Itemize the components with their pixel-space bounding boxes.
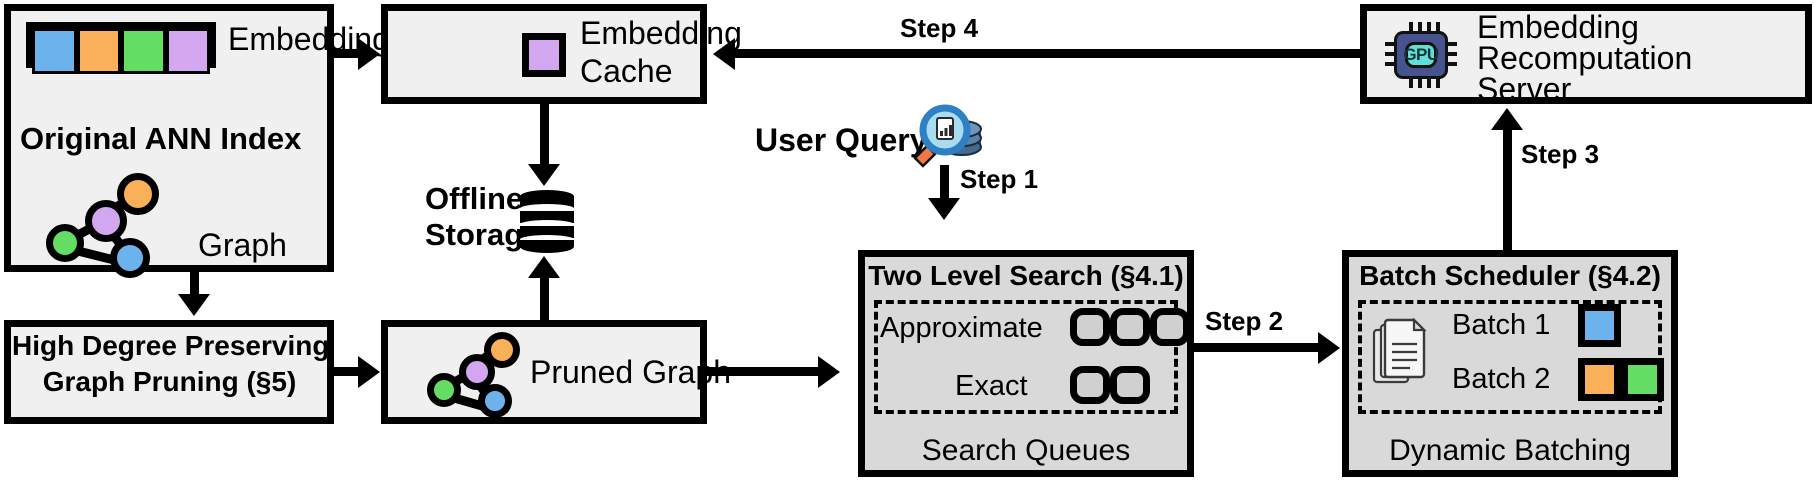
step1-label: Step 1 [960,164,1039,194]
pruned-graph-node-orange [484,332,520,368]
graph-pruning-line2: Graph Pruning (§5) [42,366,297,397]
magnifier-database-svg [913,104,982,168]
dynamic-batching-footer: Dynamic Batching [1389,434,1631,467]
arrow-pruning-to-pruned-line [334,367,366,376]
batch-1-label: Batch 1 [1452,309,1551,341]
arrow-cache-to-storage-head [528,164,560,186]
arrow-step1-head [928,198,960,220]
documents-stack-svg [1372,317,1427,384]
search-queues-footer: Search Queues [921,434,1131,467]
arrow-pruned-to-storage-line [540,276,549,320]
step3-label: Step 3 [1521,139,1600,169]
recomputation-server-line2: Recomputation [1477,40,1693,76]
arrow-step2-head [1318,332,1340,364]
arrow-ann-to-pruning-head [178,294,210,316]
pruned-graph-box [381,320,707,424]
pruned-graph-node-blue [478,384,512,418]
gpu-icon-text: GPU [1403,45,1439,64]
arrow-step3-line [1503,128,1512,250]
batch-scheduler-title: Batch Scheduler (§4.2) [1359,260,1661,291]
arrow-step1-line [940,165,949,201]
approximate-row-label: Approximate [880,312,1043,344]
graph-node-blue [110,238,150,278]
embedding-chip-purple [165,28,210,74]
original-ann-index-title: Original ANN Index [20,121,302,156]
embedding-chip-strip [26,22,216,74]
exact-queue-slot [1110,366,1150,404]
step2-label: Step 2 [1205,306,1284,336]
arrow-pruning-to-pruned-head [358,356,380,388]
approximate-queue-slot [1110,308,1150,346]
exact-row-label: Exact [955,370,1028,402]
graph-pruning-box [4,320,334,424]
arrow-step2-line [1194,343,1322,352]
documents-stack-icon [1372,317,1430,390]
two-level-search-title: Two Level Search (§4.1) [868,260,1184,291]
step4-label: Step 4 [900,13,979,43]
embedding-chip-orange [76,28,121,74]
arrow-ann-to-cache-head [358,38,380,70]
approximate-queue-slot [1150,308,1190,346]
arrow-pruned-to-search-head [818,356,840,388]
batch-2-chip-green [1621,358,1664,401]
database-cylinder-icon [520,190,574,253]
magnifier-database-icon [905,102,983,172]
recomputation-server-line1: Embedding [1477,9,1639,45]
arrow-cache-to-storage-line [540,104,549,166]
exact-queue-slot [1070,366,1110,404]
arrow-step4-head [713,38,735,70]
search-queues-dashed-region [874,300,1178,414]
embedding-chip-green [121,28,166,74]
embedding-recomputation-server-box [1360,4,1812,104]
approximate-queue-slot [1070,308,1110,346]
arrow-pruned-to-storage-head [528,256,560,278]
batch-2-chip-orange [1578,358,1621,401]
arrow-ann-to-pruning-line [190,272,199,296]
graph-node-purple [85,200,127,242]
graph-label: Graph [198,227,287,263]
user-query-label: User Query [755,122,928,158]
dynamic-batching-dashed-region [1358,300,1662,414]
arrow-step4-line [735,49,1360,58]
pruned-graph-label: Pruned Graph [530,354,732,390]
arrow-step3-head [1491,108,1523,130]
graph-node-orange [117,173,159,215]
arrow-pruned-to-search-line [707,367,821,376]
embedding-chip-blue [32,28,77,74]
arrow-ann-to-cache-line [334,49,366,58]
graph-pruning-line1: High Degree Preserving [12,330,330,361]
graph-node-green [46,224,84,262]
offline-storage-line1: Offline [425,181,524,216]
pruned-graph-node-purple [459,354,495,390]
batch-2-label: Batch 2 [1452,363,1551,395]
embedding-cache-title-line1: Embedding [580,15,742,51]
embedding-cache-chip [522,33,566,77]
two-level-search-box [858,250,1194,477]
pruned-graph-node-green [427,373,461,407]
recomputation-server-line3: Server [1477,71,1572,107]
embedding-cache-title-line2: Cache [580,53,673,89]
batch-1-chip-blue [1578,304,1621,347]
gpu-chip-icon: GPU [1385,22,1457,88]
